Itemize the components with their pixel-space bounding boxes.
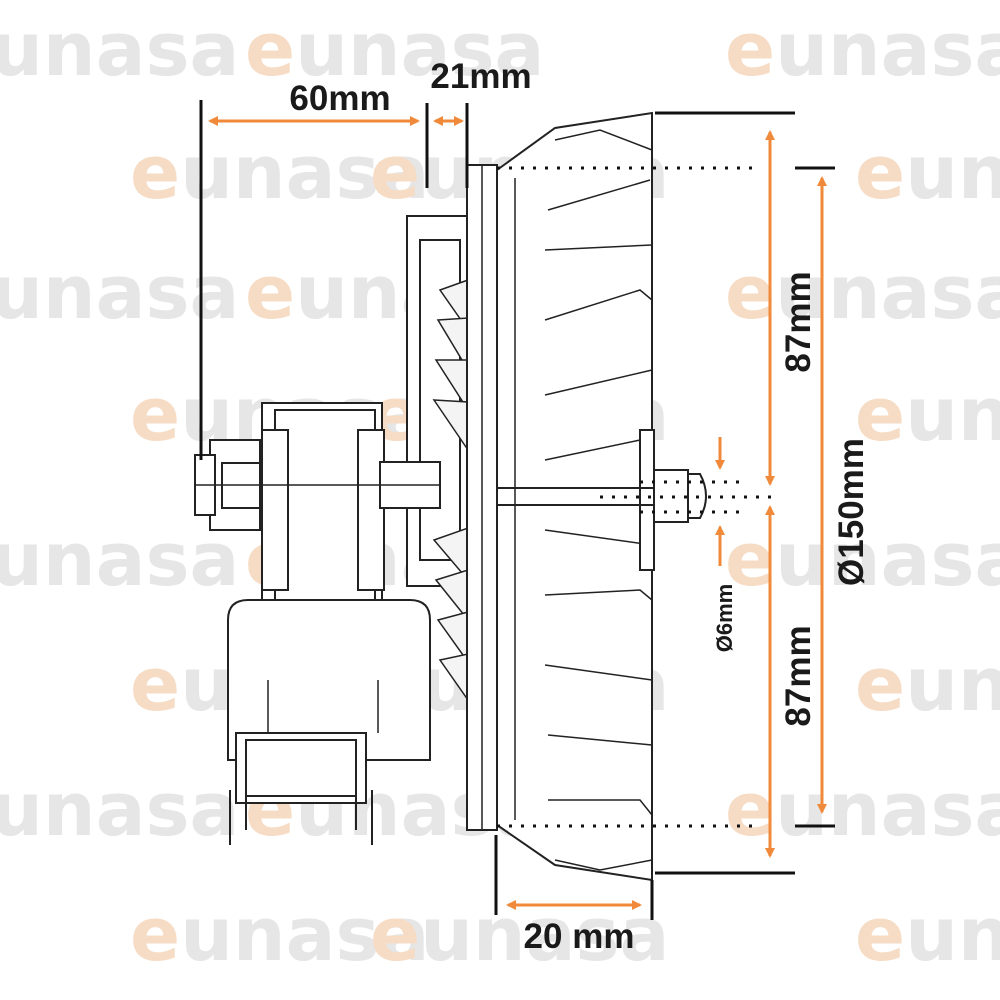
watermark-logo: eunasa xyxy=(855,130,1000,216)
watermark-logo: eunasa xyxy=(130,130,429,216)
impeller xyxy=(496,111,707,882)
watermark-logo: eunasa xyxy=(725,7,1000,93)
label-21mm: 21mm xyxy=(430,57,531,96)
flange-plate xyxy=(466,164,498,831)
label-60mm: 60mm xyxy=(289,79,390,118)
watermark-logo: eunasa xyxy=(855,892,1000,978)
watermark-logo: eunasa xyxy=(855,372,1000,458)
watermark-logo: eunasa xyxy=(245,7,544,93)
extension-lines xyxy=(199,100,835,920)
watermark-logo: eunasa xyxy=(0,250,239,336)
label-20mm: 20 mm xyxy=(524,917,635,956)
impeller-blades-rear xyxy=(432,278,469,703)
watermark-logo: eunasa xyxy=(725,250,1000,336)
label-150mm: Ø150mm xyxy=(832,438,871,586)
watermark-logo: eunasa xyxy=(0,517,239,603)
watermark-logo: eunasa xyxy=(0,7,239,93)
watermark-logo: eunasa xyxy=(0,767,239,853)
watermark-logo: eunasa xyxy=(725,517,1000,603)
dimension-labels: 60mm 21mm 87mm 87mm Ø150mm Ø6mm 20 mm xyxy=(289,57,871,956)
label-87mm-lower: 87mm xyxy=(779,625,818,726)
label-87mm-upper: 87mm xyxy=(779,271,818,372)
watermark-logo: eunasa xyxy=(855,642,1000,728)
dimension-arrows xyxy=(208,116,827,910)
watermark-logo: eunasa xyxy=(725,767,1000,853)
label-6mm: Ø6mm xyxy=(712,584,737,652)
watermark-logo: eunasa xyxy=(130,892,429,978)
